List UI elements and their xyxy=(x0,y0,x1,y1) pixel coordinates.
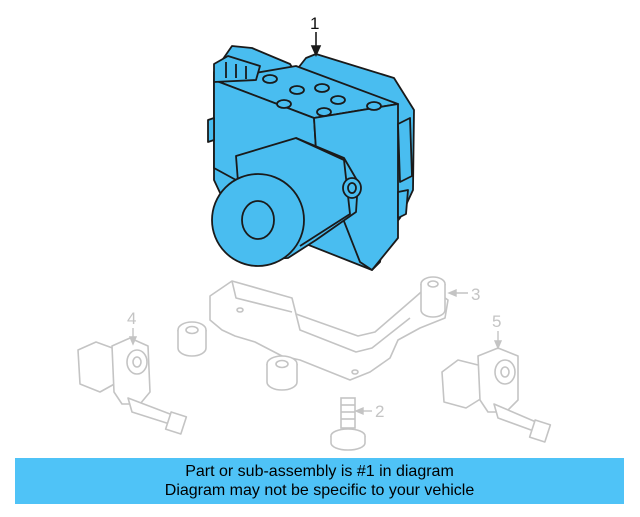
abs-module xyxy=(207,45,415,271)
grommet-right xyxy=(420,276,446,318)
callout-1: 1 xyxy=(310,14,319,33)
callout-4: 4 xyxy=(127,309,136,328)
sensor-left-ghost xyxy=(77,337,188,435)
bracket-ghost xyxy=(209,280,449,381)
leader-part1 xyxy=(310,32,322,57)
callout-2: 2 xyxy=(375,402,384,421)
banner-line-2: Diagram may not be specific to your vehi… xyxy=(164,482,475,499)
callout-3: 3 xyxy=(471,285,480,304)
banner-line-1: Part or sub-assembly is #1 in diagram xyxy=(185,463,454,480)
callout-5: 5 xyxy=(492,312,501,331)
info-banner: Part or sub-assembly is #1 in diagram Di… xyxy=(15,458,624,504)
leader-lines xyxy=(128,288,503,416)
bolt-ghost xyxy=(330,397,366,451)
grommet-left xyxy=(177,321,207,357)
sensor-right-ghost xyxy=(441,347,552,443)
grommet-center xyxy=(266,355,298,391)
